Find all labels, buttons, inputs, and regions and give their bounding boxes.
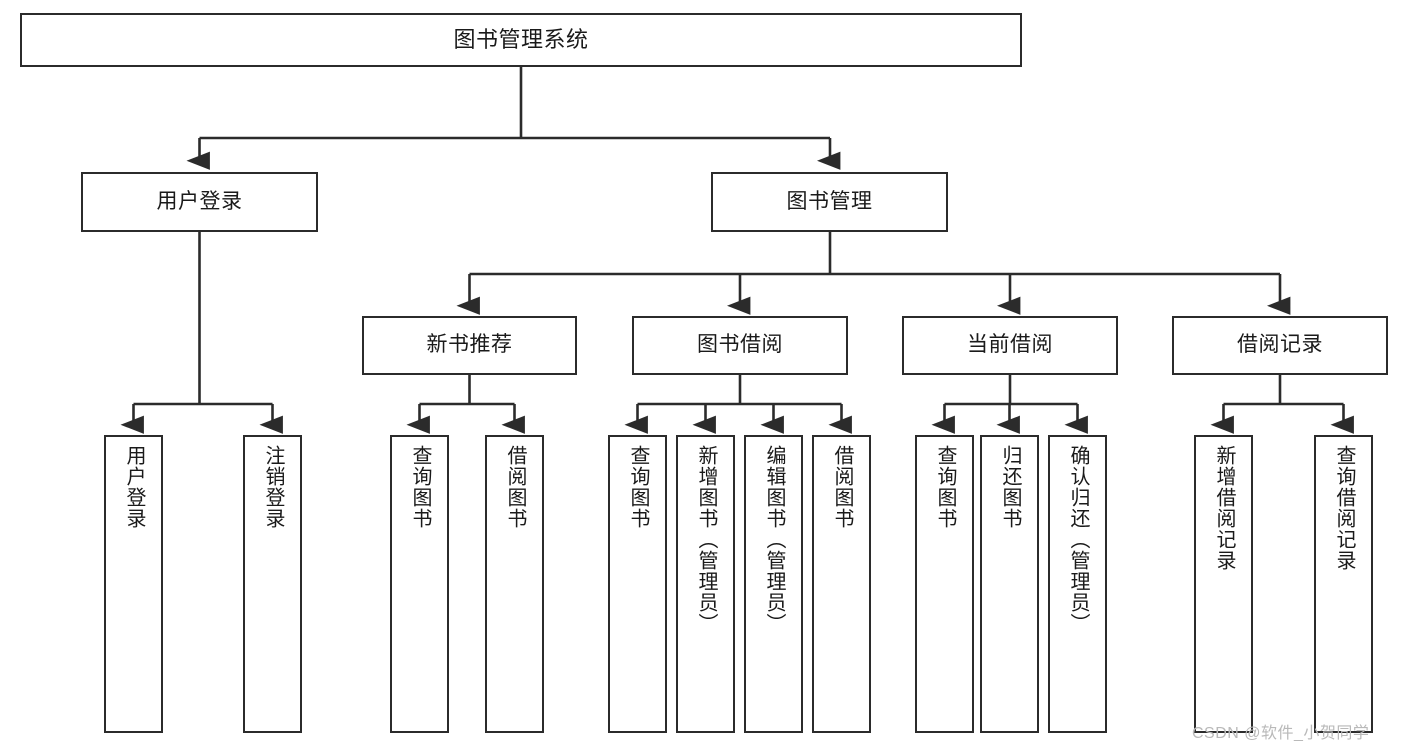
node-root-label: 图书管理系统 — [453, 27, 589, 53]
node-new-book-recommend[interactable]: 新书推荐 — [362, 316, 577, 375]
node-leaf-user-login[interactable]: 用户登录 — [104, 435, 163, 733]
node-new-book-recommend-label: 新书推荐 — [426, 333, 513, 357]
node-leaf-add-record[interactable]: 新增借阅记录 — [1194, 435, 1253, 733]
node-leaf-edit-book-label: 编辑图书（管理员） — [763, 445, 785, 634]
node-leaf-borrow-book-1[interactable]: 借阅图书 — [485, 435, 544, 733]
node-borrow-record[interactable]: 借阅记录 — [1172, 316, 1388, 375]
node-leaf-query-book-3[interactable]: 查询图书 — [915, 435, 974, 733]
node-leaf-user-login-label: 用户登录 — [123, 445, 145, 529]
node-book-manage[interactable]: 图书管理 — [711, 172, 948, 232]
node-root[interactable]: 图书管理系统 — [20, 13, 1022, 67]
node-leaf-borrow-book-2[interactable]: 借阅图书 — [812, 435, 871, 733]
node-leaf-add-book[interactable]: 新增图书（管理员） — [676, 435, 735, 733]
node-leaf-query-book-3-label: 查询图书 — [934, 445, 956, 529]
csdn-watermark: CSDN @软件_小贺同学 — [1192, 725, 1370, 742]
node-leaf-query-book-2-label: 查询图书 — [627, 445, 649, 529]
node-book-manage-label: 图书管理 — [786, 189, 873, 213]
node-current-borrow-label: 当前借阅 — [967, 333, 1053, 357]
node-leaf-add-book-label: 新增图书（管理员） — [695, 445, 717, 634]
node-leaf-borrow-book-1-label: 借阅图书 — [504, 445, 526, 529]
node-book-borrow[interactable]: 图书借阅 — [632, 316, 848, 375]
node-leaf-confirm-return-label: 确认归还（管理员） — [1067, 445, 1089, 634]
node-leaf-add-record-label: 新增借阅记录 — [1213, 445, 1235, 571]
node-leaf-query-record[interactable]: 查询借阅记录 — [1314, 435, 1373, 733]
node-leaf-query-book-2[interactable]: 查询图书 — [608, 435, 667, 733]
node-leaf-edit-book[interactable]: 编辑图书（管理员） — [744, 435, 803, 733]
node-leaf-user-logout[interactable]: 注销登录 — [243, 435, 302, 733]
node-book-borrow-label: 图书借阅 — [697, 333, 783, 357]
node-leaf-query-record-label: 查询借阅记录 — [1333, 445, 1355, 571]
node-leaf-query-book-1[interactable]: 查询图书 — [390, 435, 449, 733]
node-leaf-borrow-book-2-label: 借阅图书 — [831, 445, 853, 529]
node-borrow-record-label: 借阅记录 — [1237, 333, 1323, 357]
node-leaf-return-book[interactable]: 归还图书 — [980, 435, 1039, 733]
node-user-login-label: 用户登录 — [156, 189, 243, 213]
node-leaf-confirm-return[interactable]: 确认归还（管理员） — [1048, 435, 1107, 733]
node-current-borrow[interactable]: 当前借阅 — [902, 316, 1118, 375]
node-leaf-return-book-label: 归还图书 — [999, 445, 1021, 529]
node-leaf-query-book-1-label: 查询图书 — [409, 445, 431, 529]
node-user-login[interactable]: 用户登录 — [81, 172, 318, 232]
node-leaf-user-logout-label: 注销登录 — [262, 445, 284, 529]
